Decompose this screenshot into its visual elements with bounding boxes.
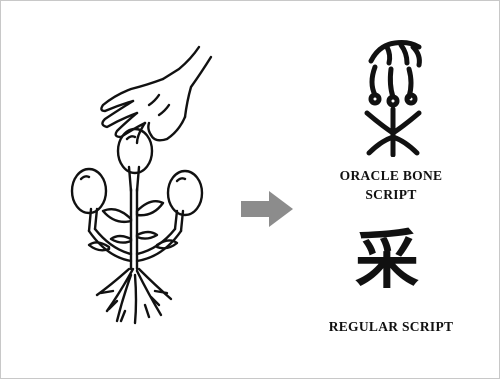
regular-script-label: REGULAR SCRIPT — [328, 319, 454, 334]
oracle-label-line2: SCRIPT — [365, 187, 417, 202]
plant-leaves — [87, 200, 179, 252]
right-arrow-icon — [241, 191, 293, 227]
regular-script-character: 采 — [355, 224, 419, 298]
oracle-bone-glyph-icon — [364, 40, 422, 157]
roots — [95, 267, 173, 325]
oracle-bone-script-label: ORACLE BONE SCRIPT — [311, 166, 471, 204]
hand — [100, 45, 213, 145]
oracle-label-line1: ORACLE BONE — [339, 168, 443, 183]
hand-picking-fruit-illustration — [70, 45, 213, 325]
